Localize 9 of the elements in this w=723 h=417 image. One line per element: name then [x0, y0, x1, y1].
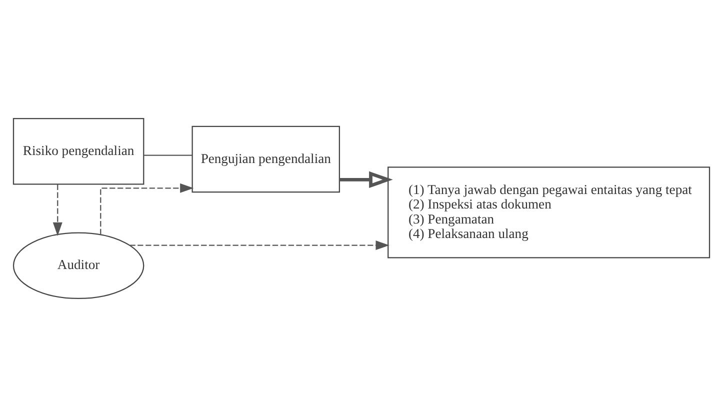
arrow [130, 240, 390, 250]
node-box: Pengujian pengendalian [192, 126, 340, 193]
connector [144, 154, 192, 156]
arrow [100, 183, 194, 235]
arrow [339, 171, 393, 188]
node-box: (1) Tanya jawab dengan pegawai entaitas yang tepat (2) Inspeksi atas dokumen (3) Pengamatan (4) Pelaksanaan ulang [388, 166, 710, 258]
node-box: Risiko pengendalian [12, 118, 144, 185]
arrow [52, 184, 62, 236]
node-ellipse: Auditor [12, 232, 144, 300]
